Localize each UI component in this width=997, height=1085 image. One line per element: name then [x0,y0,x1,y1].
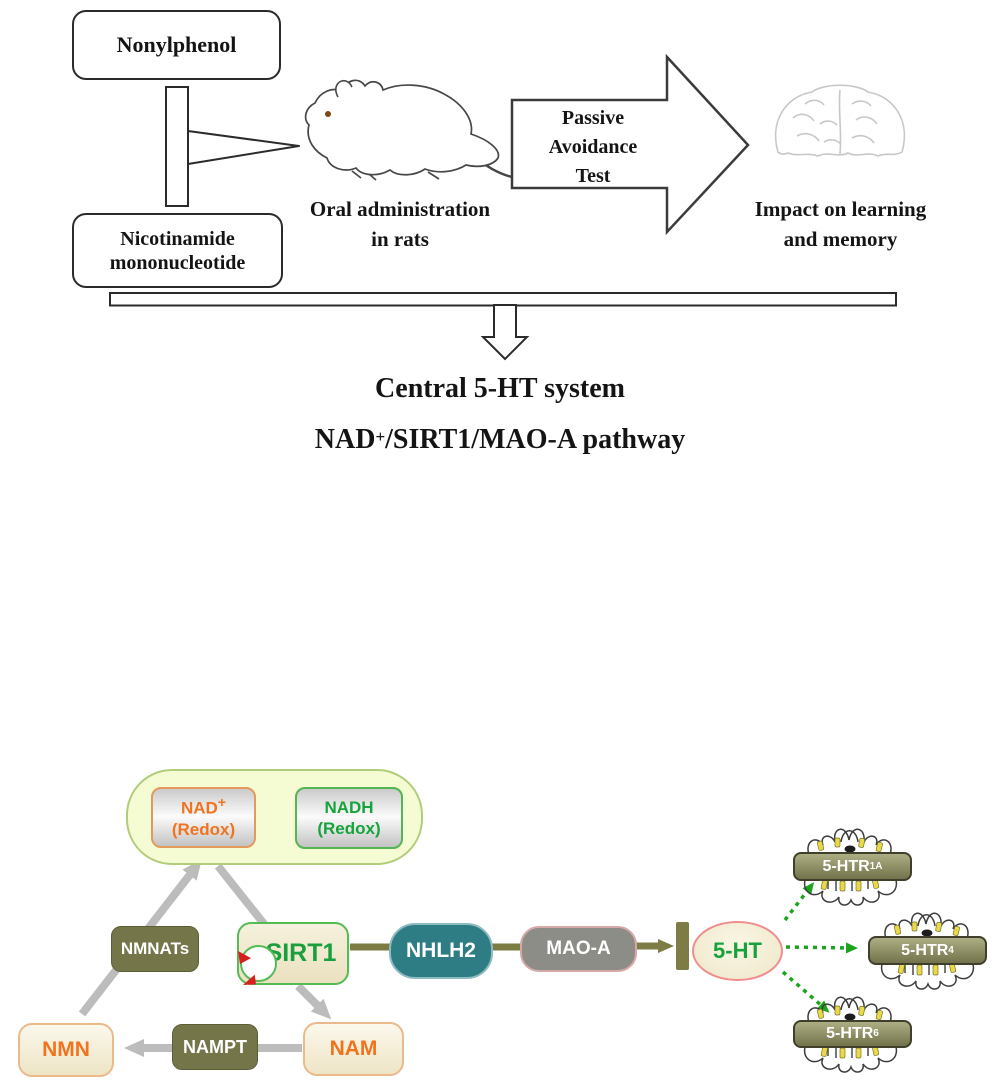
nadh-box: NADH (Redox) [295,787,403,849]
treatment-connector-triangle [187,130,300,165]
impact-on-learning-label: Impact on learning and memory [754,197,927,251]
rat-ear [335,79,353,98]
summary-bracket-bar [109,292,897,307]
treatment-connector-bar [165,86,189,207]
serotonin-node: 5-HT [692,921,783,981]
nam-box: NAM [303,1022,404,1076]
nhlh2-box: NHLH2 [389,923,493,979]
nad-sirt1-maoa-pathway-title: NAD+/SIRT1/MAO-A pathway [314,424,686,455]
rat-body [304,79,500,176]
inhibition-tbar [676,922,689,970]
oral-administration-label: Oral administration in rats [309,197,491,251]
brain-drawing [774,84,906,157]
sirt1-red-accent [243,974,256,985]
nonylphenol-label: Nonylphenol [116,32,237,57]
passive-avoidance-test-label: Passive Avoidance Test [548,107,638,187]
sirt1-notch [240,945,277,982]
nmn-box: NMN [18,1023,114,1077]
arrow-serotonin-to-5htr6 [781,970,830,1013]
nicotinamide-mononucleotide-box: Nicotinamide mononucleotide [72,213,283,288]
arrow-serotonin-to-5htr1a [783,882,815,922]
central-5ht-system-title: Central 5-HT system [375,373,625,404]
nmnats-box: NMNATs [111,926,199,972]
rat-feet [351,170,440,181]
nampt-box: NAMPT [172,1024,258,1070]
maoa-box: MAO-A [520,926,637,972]
arrow-sirt1-to-nam [295,983,332,1020]
nonylphenol-box: Nonylphenol [72,10,281,80]
nad-box: NAD+ (Redox) [151,787,256,848]
nicotinamide-label-line1: Nicotinamide [120,227,235,250]
summary-down-arrow [480,304,530,361]
arrow-serotonin-to-5htr4 [785,942,858,954]
nicotinamide-label-line2: mononucleotide [109,251,246,274]
rat-eye [325,111,331,117]
